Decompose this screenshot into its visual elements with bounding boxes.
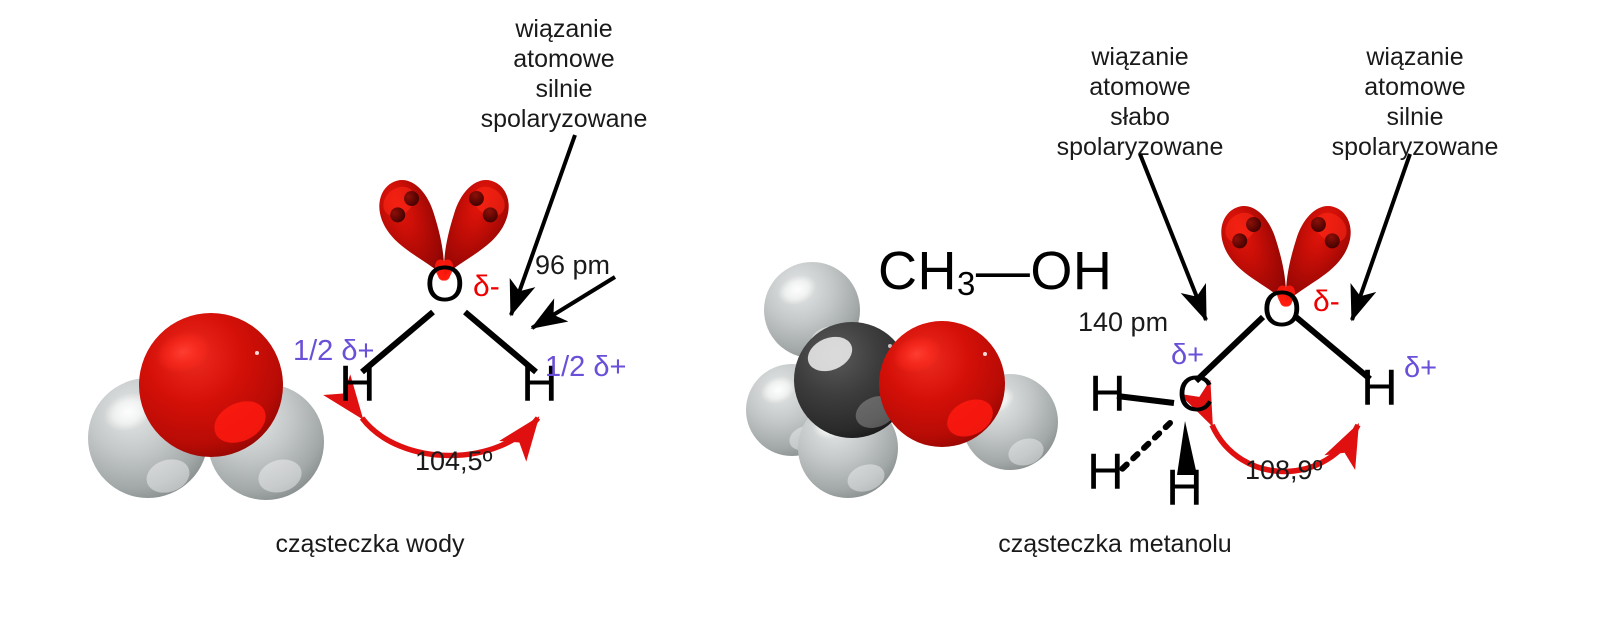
methanol-bond-c-h-left [1116,393,1175,406]
methanol-bond-lines [1116,314,1372,475]
water-bond-o-h-left [360,309,435,375]
formula-part-oh: OH [1030,241,1113,301]
formula-part-ch: CH [878,241,957,301]
water-charge-hydrogen-left: 1/2 δ+ [293,335,375,367]
water-pointer-arrows [509,134,617,330]
water-caption: cząsteczka wody [275,530,465,558]
methanol-atom-oxygen: O [1262,280,1302,337]
methanol-atom-hydrogen-dashed: H [1087,443,1124,500]
water-bond-annotation-line-4: spolaryzowane [480,105,648,133]
methanol-atom-hydrogen-wedge: H [1166,459,1203,516]
water-bond-o-h-right [463,309,538,375]
methanol-pointer-arrows [1138,153,1412,322]
methanol-model-oxygen [879,321,1005,447]
water-space-filling-model [88,313,324,500]
water-lone-pair-lobes [379,180,509,281]
water-atom-hydrogen-left: H [339,355,376,412]
methanol-left-bond-annotation: wiązanie atomowe słabo spolaryzowane [1000,42,1280,162]
water-atom-oxygen: O [425,255,465,312]
water-lone-pair-lobe-right [437,180,509,281]
methanol-left-annotation-arrow [1138,153,1208,322]
methanol-atom-hydrogen-hydroxyl: H [1361,359,1398,416]
formula-dash: — [975,241,1031,301]
methanol-right-annotation-line-2: atomowe [1364,73,1466,101]
methanol-space-filling-model [746,262,1058,498]
methanol-angle-arc [1179,379,1361,475]
water-bond-length-arrow [530,275,617,330]
water-annotation-arrow [509,134,577,317]
formula-subscript-3: 3 [957,265,976,302]
water-charge-oxygen: δ- [473,270,500,303]
water-bond-length-label: 96 pm [535,250,611,280]
methanol-bond-o-c [1193,314,1266,384]
methanol-charge-hydrogen-hydroxyl: δ+ [1404,352,1438,384]
methanol-lone-pair-lobe-right [1279,206,1351,307]
methanol-bond-length-label: 140 pm [1078,307,1169,337]
water-bond-lines [323,309,541,462]
water-bond-annotation-line-1: wiązanie [515,15,613,43]
water-model-oxygen [139,313,283,457]
methanol-charge-carbon: δ+ [1171,339,1205,371]
water-angle-arc [323,374,541,462]
water-atom-hydrogen-right: H [521,355,558,412]
methanol-atom-hydrogen-left: H [1089,365,1126,422]
methanol-bond-angle-label: 108,9º [1245,455,1323,485]
methanol-right-annotation-line-3: silnie [1386,103,1444,131]
methanol-left-annotation-line-3: słabo [1110,103,1170,131]
methanol-right-annotation-line-1: wiązanie [1366,43,1464,71]
methanol-bond-c-h-dashed [1117,420,1173,474]
methanol-condensed-formula: CH3—OH [878,240,1112,303]
water-bond-annotation: wiązanie atomowe silnie spolaryzowane [404,14,724,134]
water-bond-annotation-line-3: silnie [535,75,593,103]
methanol-right-annotation-arrow [1350,153,1412,322]
methanol-right-annotation-line-4: spolaryzowane [1331,133,1499,161]
water-bond-annotation-line-2: atomowe [513,45,615,73]
methanol-atom-carbon: C [1177,365,1214,422]
methanol-left-annotation-line-1: wiązanie [1091,43,1189,71]
methanol-caption: cząsteczka metanolu [998,530,1232,558]
methanol-right-bond-annotation: wiązanie atomowe silnie spolaryzowane [1275,42,1555,162]
water-bond-angle-label: 104,5º [415,446,493,476]
methanol-charge-oxygen: δ- [1313,285,1340,318]
methanol-bond-o-h [1294,314,1372,382]
methanol-lone-pair-lobes [1221,206,1351,307]
water-charge-hydrogen-right: 1/2 δ+ [545,351,627,383]
methanol-left-annotation-line-2: atomowe [1089,73,1191,101]
